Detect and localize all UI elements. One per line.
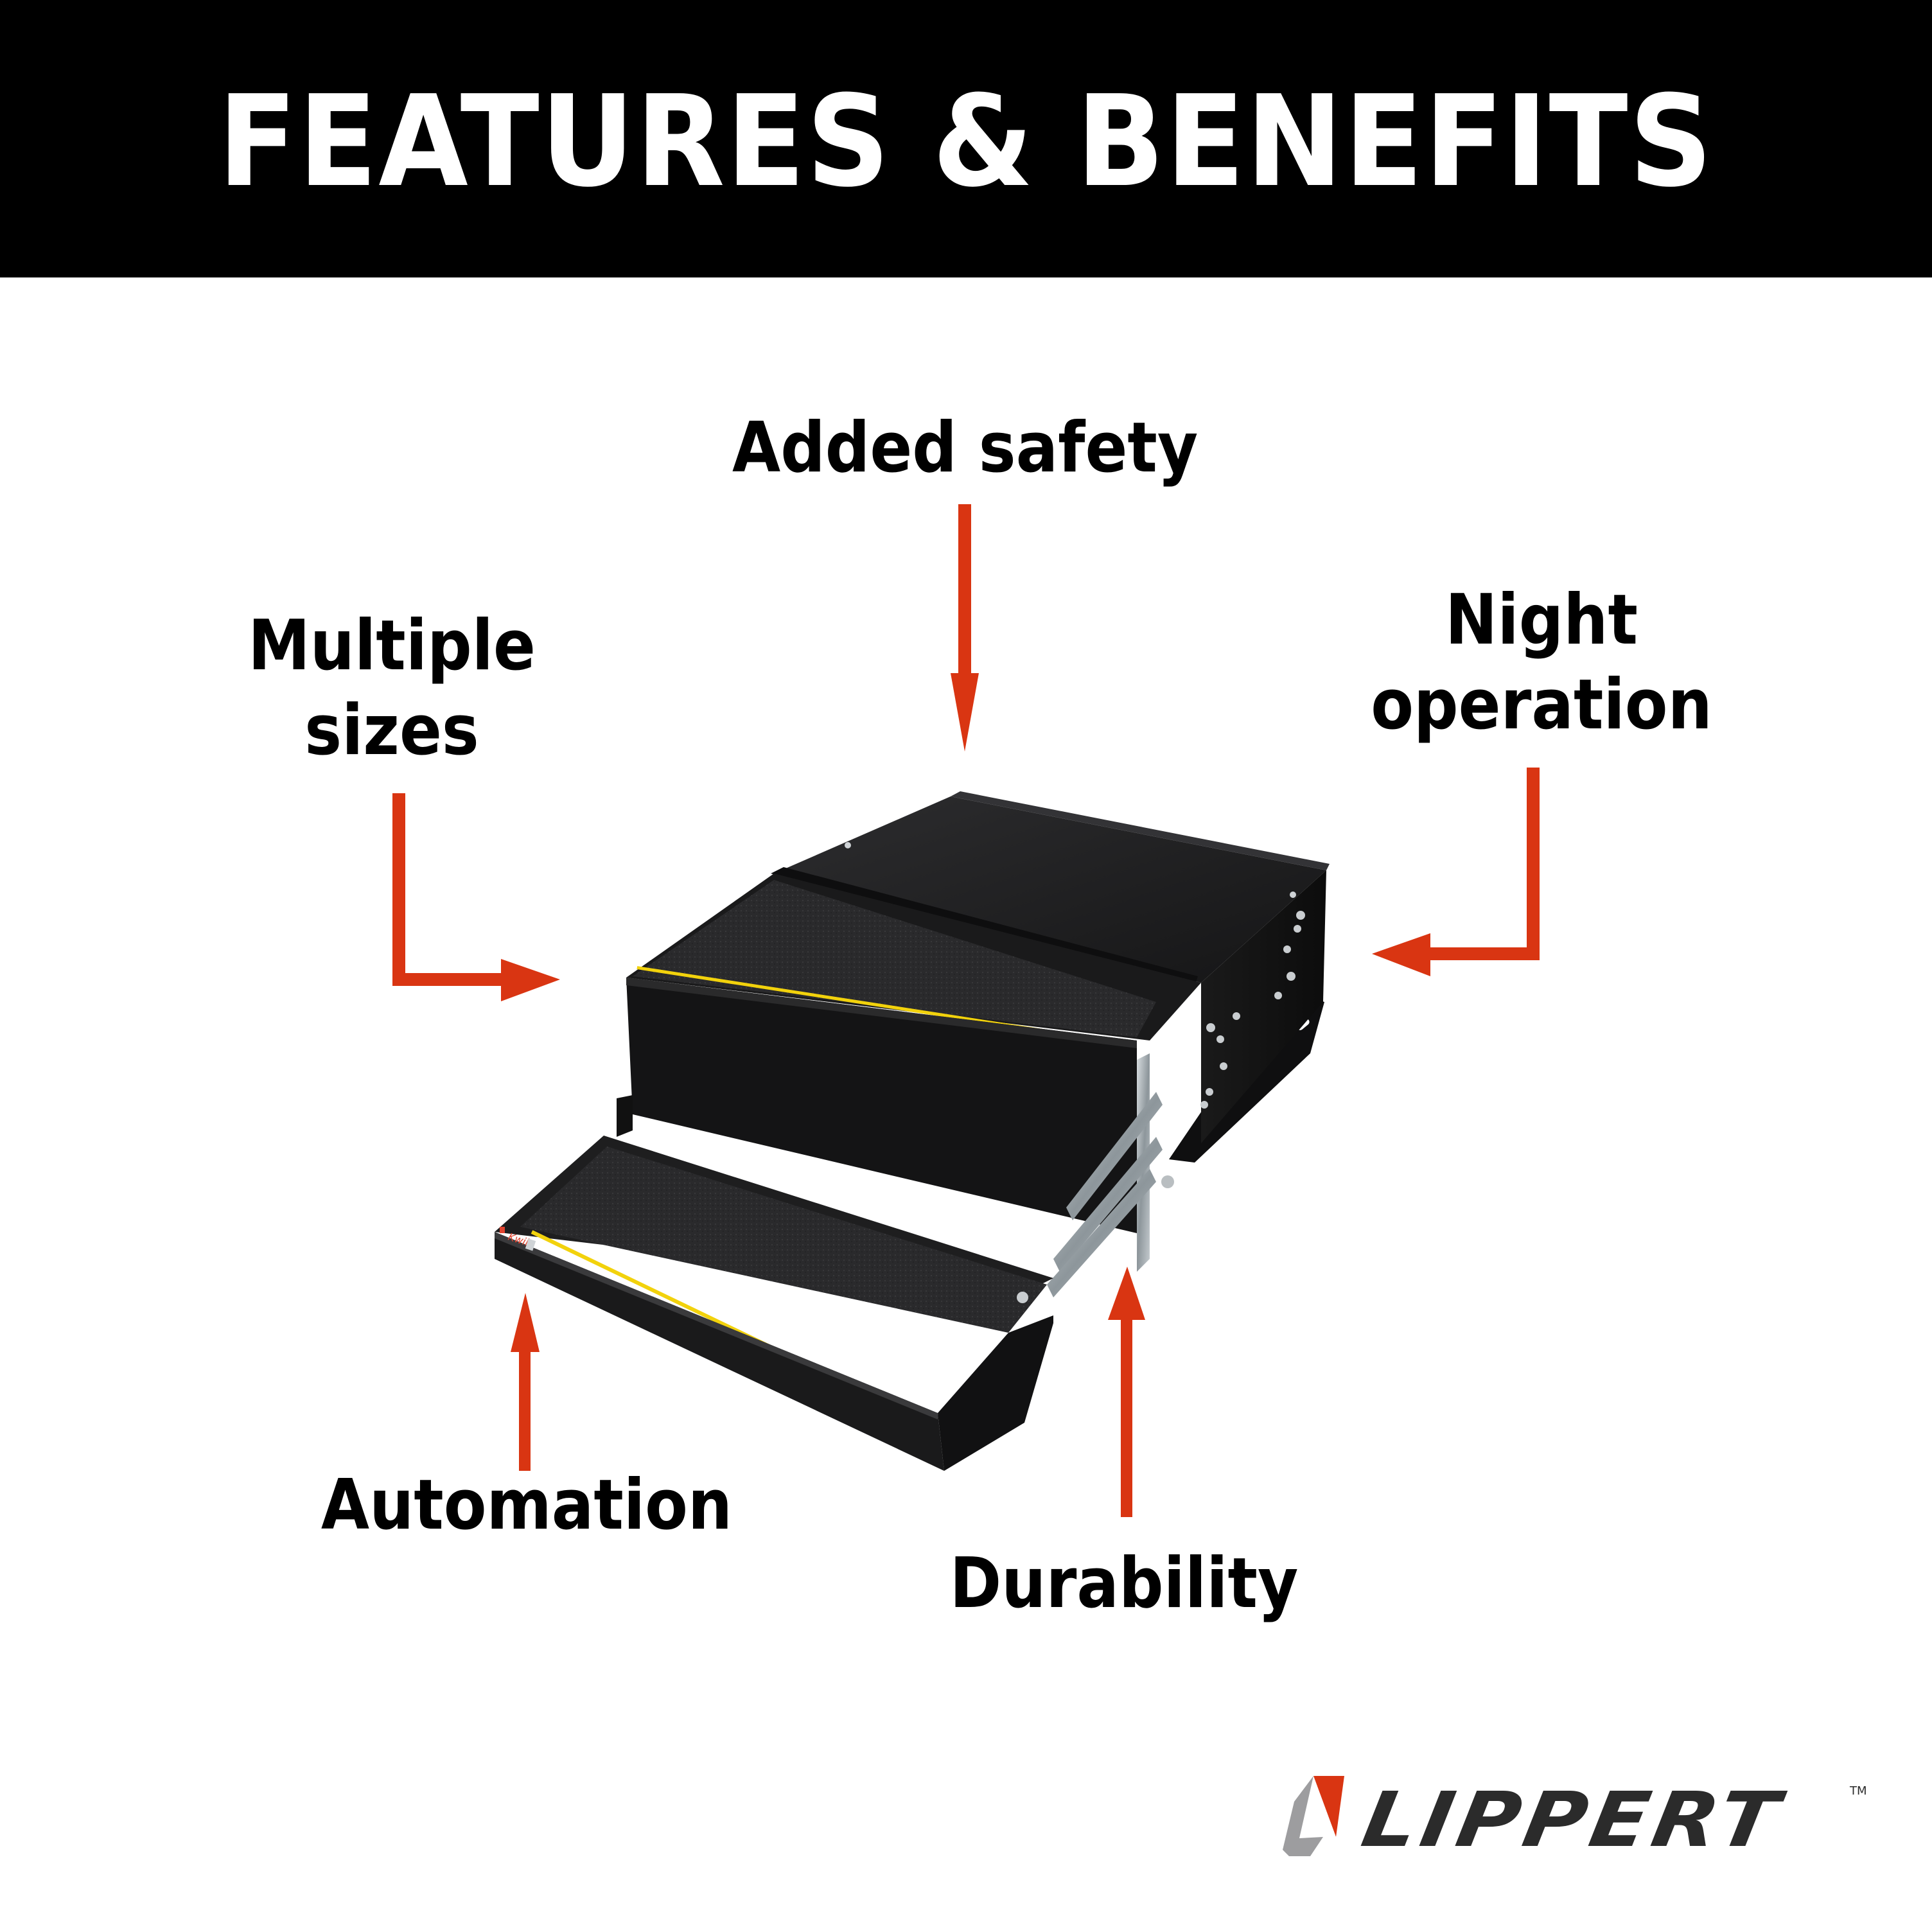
arrow-right-icon bbox=[392, 793, 560, 1001]
housing-side bbox=[1200, 870, 1326, 1143]
callout-multiple-sizes: Multiple sizes bbox=[218, 604, 565, 773]
brand-logo: LIPPERT TM bbox=[1275, 1773, 1867, 1869]
logo-mark-icon bbox=[1283, 1776, 1344, 1856]
arrow-up-icon bbox=[511, 1293, 540, 1471]
upper-step bbox=[626, 874, 1201, 1233]
callout-label: operation bbox=[1371, 665, 1712, 745]
callout-label: Added safety bbox=[732, 408, 1199, 488]
callout-automation: Automation bbox=[319, 1463, 735, 1548]
callout-label: Multiple bbox=[248, 606, 536, 686]
arrow-down-icon bbox=[951, 504, 979, 751]
arrow-up-icon bbox=[1108, 1267, 1145, 1517]
brand-wordmark: LIPPERT bbox=[1355, 1775, 1789, 1864]
callout-durability: Durability bbox=[939, 1541, 1309, 1626]
callout-added-safety: Added safety bbox=[732, 406, 1199, 491]
slide-rails bbox=[1047, 1053, 1174, 1297]
callout-night-operation: Night operation bbox=[1357, 578, 1726, 748]
callout-label: Night bbox=[1445, 580, 1638, 660]
header-banner: FEATURES & BENEFITS bbox=[0, 0, 1932, 277]
lower-step: Kwik bbox=[495, 1095, 1053, 1471]
callout-label: Durability bbox=[949, 1543, 1299, 1624]
arrow-left-icon bbox=[1372, 768, 1540, 976]
trademark-mark: TM bbox=[1850, 1784, 1867, 1798]
callout-label: Automation bbox=[321, 1465, 733, 1545]
page-title: FEATURES & BENEFITS bbox=[218, 69, 1714, 215]
callout-label: sizes bbox=[304, 690, 479, 771]
